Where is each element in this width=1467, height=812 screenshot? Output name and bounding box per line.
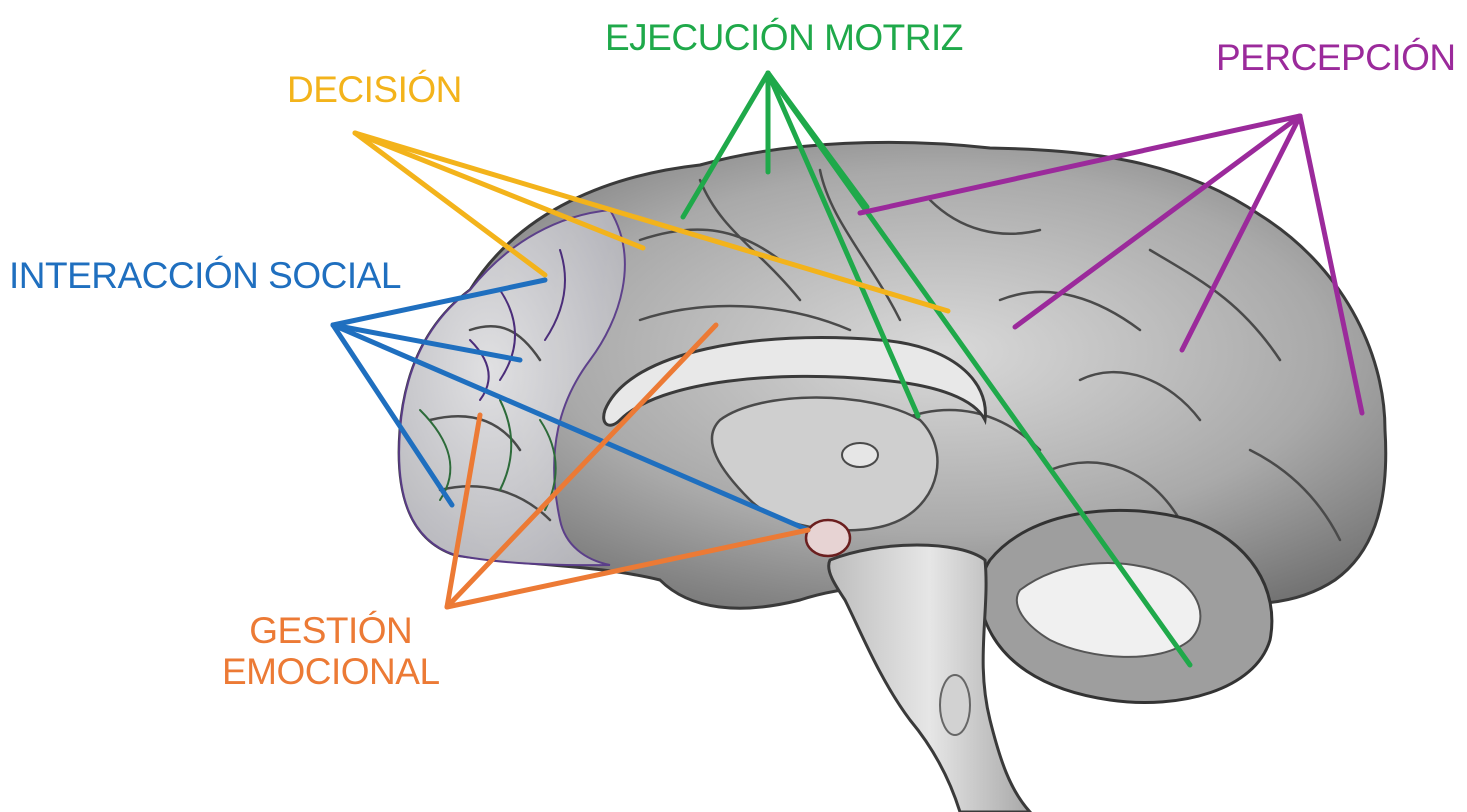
label-social-interaction: INTERACCIÓN SOCIAL xyxy=(9,256,401,297)
label-emotion-line-2: EMOCIONAL xyxy=(222,652,440,693)
label-decision: DECISIÓN xyxy=(287,70,462,111)
label-motor-execution: EJECUCIÓN MOTRIZ xyxy=(605,18,963,59)
label-perception: PERCEPCIÓN xyxy=(1216,38,1456,79)
amygdala xyxy=(806,520,850,556)
label-emotional-management: GESTIÓN EMOCIONAL xyxy=(222,611,440,692)
label-emotion-line-1: GESTIÓN xyxy=(222,611,440,652)
decision-pointer-line-1 xyxy=(355,133,545,275)
pons-highlight xyxy=(940,675,970,735)
pineal-structure xyxy=(842,443,878,467)
